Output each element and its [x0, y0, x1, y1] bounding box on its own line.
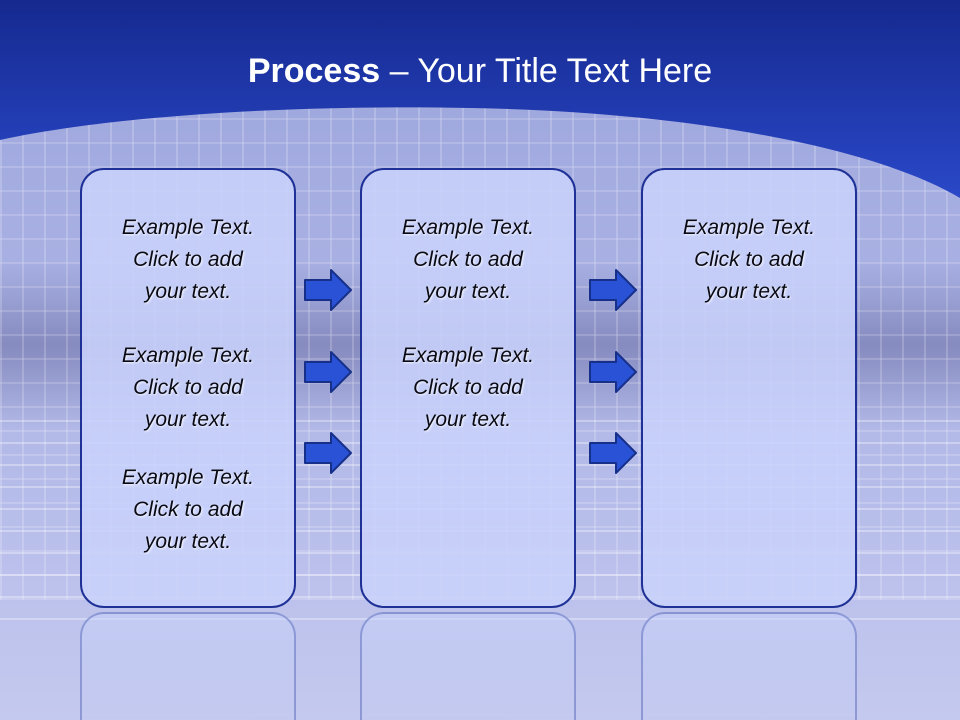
slide-title[interactable]: Process – Your Title Text Here [0, 52, 960, 91]
text-line: your text. [144, 280, 232, 303]
text-line: Example Text. [401, 216, 535, 239]
box-reflection [80, 612, 296, 720]
text-line: your text. [144, 408, 232, 431]
text-line: Example Text. [682, 216, 816, 239]
right-arrow-icon[interactable] [588, 268, 638, 312]
text-line: Click to add [413, 248, 523, 271]
text-line: your text. [424, 408, 512, 431]
text-line: Click to add [133, 248, 243, 271]
title-rest: – Your Title Text Here [389, 52, 713, 90]
title-bold: Process [247, 52, 390, 90]
process-box-1[interactable]: Example Text. Click to add your text. Ex… [80, 168, 296, 608]
box-reflection [641, 612, 857, 720]
text-line: your text. [144, 530, 232, 553]
text-line: Example Text. [121, 466, 255, 489]
text-placeholder[interactable]: Example Text. Click to add your text. [82, 340, 294, 436]
text-line: Click to add [133, 498, 243, 521]
text-placeholder[interactable]: Example Text. Click to add your text. [82, 212, 294, 308]
text-placeholder[interactable]: Example Text. Click to add your text. [82, 462, 294, 558]
text-placeholder[interactable]: Example Text. Click to add your text. [643, 212, 855, 308]
text-line: Example Text. [121, 344, 255, 367]
box-reflection [360, 612, 576, 720]
text-placeholder[interactable]: Example Text. Click to add your text. [362, 340, 574, 436]
text-line: your text. [424, 280, 512, 303]
process-box-2[interactable]: Example Text. Click to add your text. Ex… [360, 168, 576, 608]
text-line: Click to add [413, 376, 523, 399]
header-banner [0, 0, 960, 198]
text-line: your text. [705, 280, 793, 303]
text-placeholder[interactable]: Example Text. Click to add your text. [362, 212, 574, 308]
text-line: Example Text. [121, 216, 255, 239]
right-arrow-icon[interactable] [588, 431, 638, 475]
right-arrow-icon[interactable] [303, 268, 353, 312]
right-arrow-icon[interactable] [588, 350, 638, 394]
right-arrow-icon[interactable] [303, 350, 353, 394]
process-box-3[interactable]: Example Text. Click to add your text. [641, 168, 857, 608]
right-arrow-icon[interactable] [303, 431, 353, 475]
text-line: Click to add [694, 248, 804, 271]
text-line: Click to add [133, 376, 243, 399]
text-line: Example Text. [401, 344, 535, 367]
